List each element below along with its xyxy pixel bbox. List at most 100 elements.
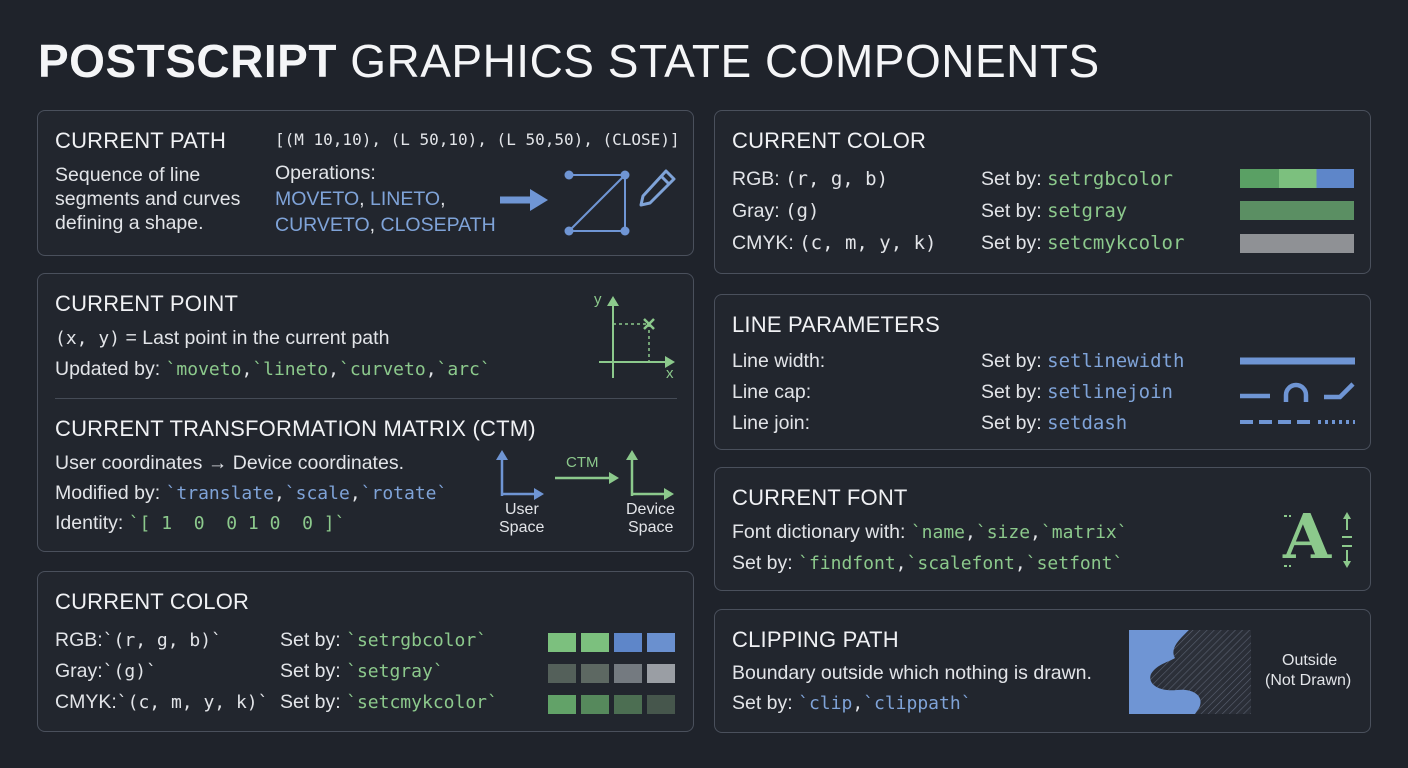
outside-label-2: (Not Drawn) — [1265, 672, 1352, 689]
op-sep: ` — [1116, 522, 1128, 543]
color-model-value: `(r, g, b)` — [102, 630, 222, 651]
op-sep: , — [328, 359, 339, 380]
ctm-heading: CURRENT TRANSFORMATION MATRIX (CTM) — [55, 416, 536, 441]
op-sep: , — [1030, 522, 1041, 543]
point-axes-icon — [599, 296, 675, 378]
line-param-setby: Set by: setdash — [981, 412, 1127, 435]
color-left-row-setby: Set by: `setrgbcolor` — [280, 629, 487, 652]
font-set-ops: `findfont,`scalefont,`setfont` — [798, 553, 1123, 574]
op-comma: , — [369, 214, 376, 236]
color-model-label: CMYK: — [55, 691, 117, 713]
op-code: `scale — [284, 483, 350, 504]
path-diagram-icon — [564, 170, 630, 236]
updated-by-line: Updated by: `moveto,`lineto,`curveto,`ar… — [55, 358, 491, 381]
color-swatch — [581, 695, 609, 714]
op-lineto: LINETO — [370, 188, 441, 210]
device-space-axes-icon — [626, 450, 674, 500]
ctm-modified-line: Modified by: `translate,`scale,`rotate` — [55, 482, 447, 505]
color-right-heading: CURRENT COLOR — [732, 128, 927, 153]
line-param-label: Line join: — [732, 412, 811, 434]
line-param-label: Line cap: — [732, 381, 812, 403]
cmyk-bar — [1240, 234, 1354, 253]
section-divider — [55, 398, 677, 399]
line-param-setby: Set by: setlinejoin — [981, 381, 1173, 404]
clipping-desc: Boundary outside which nothing is drawn. — [732, 662, 1092, 684]
color-swatch — [548, 633, 576, 652]
axis-x-label: x — [666, 365, 674, 382]
set-by-op: setrgbcolor — [1047, 168, 1173, 190]
outside-label-1: Outside — [1282, 652, 1338, 669]
user-space-axes-icon — [496, 450, 544, 500]
font-size-arrows-icon — [1284, 512, 1352, 568]
color-right-row-setby: Set by: setcmykcolor — [981, 232, 1184, 255]
color-model-label: Gray: — [55, 660, 103, 682]
title-light: GRAPHICS STATE COMPONENTS — [350, 35, 1100, 87]
set-by-op: setlinejoin — [1047, 381, 1173, 403]
modified-by-ops: `translate,`scale,`rotate` — [166, 483, 448, 504]
updated-by-ops: `moveto,`lineto,`curveto,`arc` — [166, 359, 491, 380]
font-dict-line: Font dictionary with: `name,`size,`matri… — [732, 521, 1128, 544]
op-code: `setfont — [1025, 553, 1113, 574]
line-width-sample-icon — [1240, 357, 1355, 365]
op-sep: , — [965, 522, 976, 543]
op-sep: ` — [960, 693, 972, 714]
xy-label: (x, y) — [55, 328, 121, 349]
color-model-label: CMYK: — [732, 232, 794, 254]
line-params-heading: LINE PARAMETERS — [732, 312, 940, 337]
op-code: `matrix — [1040, 522, 1117, 543]
color-swatch — [614, 633, 642, 652]
color-swatch — [647, 695, 675, 714]
op-code: `arc — [436, 359, 480, 380]
current-path-desc-2: segments and curves — [55, 188, 241, 210]
ctm-identity-line: Identity: `[ 1 0 0 1 0 0 ]` — [55, 512, 345, 535]
current-point-heading: CURRENT POINT — [55, 291, 239, 316]
op-code: `name — [910, 522, 966, 543]
ctm-arrow-label: CTM — [566, 454, 599, 471]
set-by-op: setcmykcolor — [1047, 232, 1185, 254]
color-right-row-label: Gray: (g) — [732, 200, 819, 223]
font-set-line: Set by: `findfont,`scalefont,`setfont` — [732, 552, 1123, 575]
point-ctm-card: CURRENT POINT (x, y) = Last point in the… — [37, 273, 694, 552]
color-swatch — [548, 695, 576, 714]
clipping-path-card: CLIPPING PATH Boundary outside which not… — [714, 609, 1371, 733]
color-model-value: `(c, m, y, k)` — [116, 692, 269, 713]
font-dict-ops: `name,`size,`matrix` — [911, 522, 1128, 543]
modified-by-label: Modified by: — [55, 482, 161, 504]
op-comma: , — [359, 188, 365, 210]
op-code: `rotate — [360, 483, 437, 504]
op-code: `scalefont — [906, 553, 1015, 574]
set-by-label: Set by: — [981, 200, 1042, 222]
op-code: `size — [975, 522, 1031, 543]
op-code: `moveto — [165, 359, 242, 380]
device-space-label-2: Space — [628, 519, 674, 536]
set-by-label: Set by: — [981, 412, 1042, 434]
rgb-bar — [1240, 169, 1354, 188]
set-by-op: setlinewidth — [1047, 350, 1185, 372]
color-left-row-label: RGB:`(r, g, b)` — [55, 629, 222, 652]
current-color-right-card: CURRENT COLOR RGB: (r, g, b)Set by: setr… — [714, 110, 1371, 274]
op-code: `clippath — [863, 693, 961, 714]
updated-by-label: Updated by: — [55, 358, 161, 380]
current-path-heading: CURRENT PATH — [55, 128, 227, 153]
device-space-label-1: Device — [626, 501, 675, 518]
set-by-op: setgray — [1047, 200, 1128, 222]
op-closepath: CLOSEPATH — [380, 214, 496, 236]
color-left-heading: CURRENT COLOR — [55, 589, 250, 614]
op-sep: , — [1014, 553, 1026, 574]
set-by-label: Set by: — [280, 629, 341, 651]
clipping-heading: CLIPPING PATH — [732, 627, 899, 652]
color-model-label: RGB: — [732, 168, 780, 190]
set-by-op: `setcmykcolor` — [346, 692, 498, 713]
op-curveto: CURVETO — [275, 214, 370, 236]
color-model-value: `(g)` — [102, 661, 157, 682]
color-model-value: (g) — [785, 200, 820, 222]
current-path-code: [(M 10,10), (L 50,10), (L 50,50), (CLOSE… — [275, 130, 680, 149]
clipping-ops: `clip,`clippath` — [798, 693, 971, 714]
ctm-arrow-icon — [555, 472, 619, 484]
set-by-label: Set by: — [981, 381, 1042, 403]
color-swatch — [548, 664, 576, 683]
color-model-label: RGB: — [55, 629, 103, 651]
title-bold: POSTSCRIPT — [38, 35, 337, 87]
op-sep: ` — [436, 483, 448, 504]
set-by-label: Set by: — [280, 660, 341, 682]
